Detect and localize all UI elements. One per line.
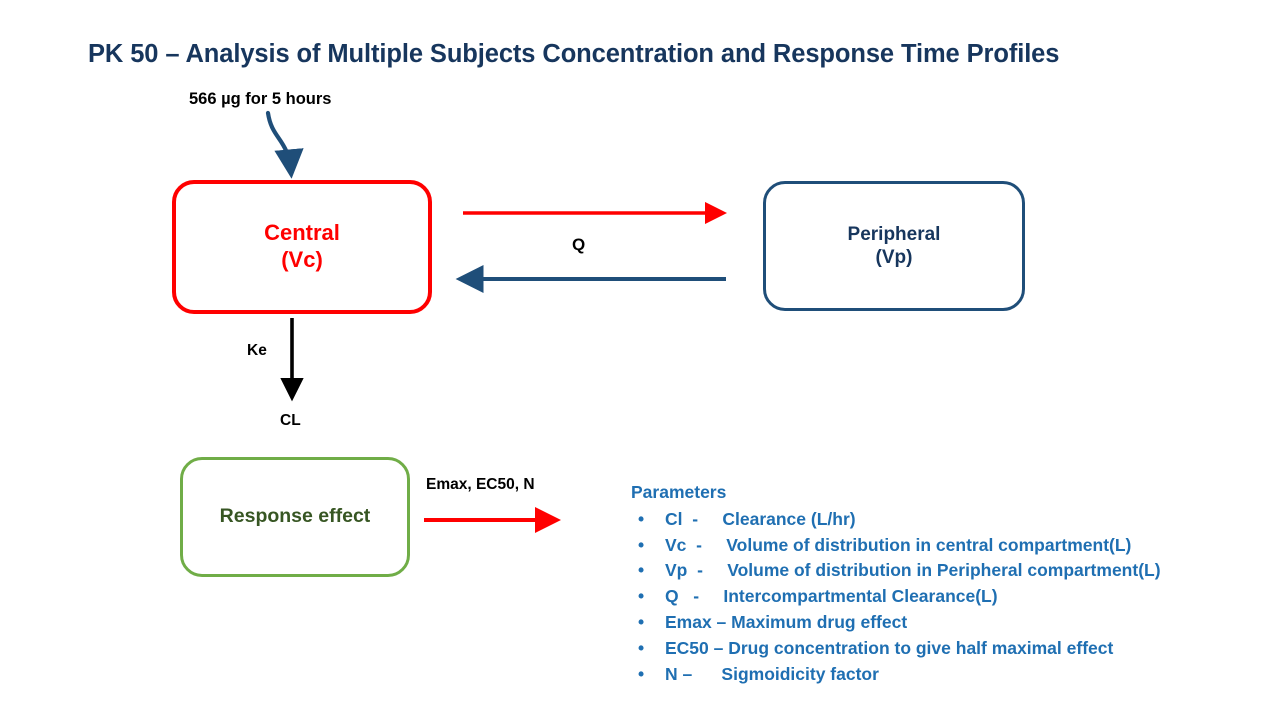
parameters-block: Parameters • Cl - Clearance (L/hr) • Vc - V… bbox=[631, 481, 1280, 688]
parameter-item-text: Emax – Maximum drug effect bbox=[665, 612, 908, 633]
peripheral-compartment-symbol: (Vp) bbox=[875, 247, 913, 268]
bullet-icon: • bbox=[638, 638, 645, 659]
parameter-item-text: EC50 – Drug concentration to give half m… bbox=[665, 638, 1114, 659]
parameter-item-text: Vc - Volume of distribution in central c… bbox=[665, 534, 1132, 555]
bullet-icon: • bbox=[638, 508, 645, 529]
parameter-item: • EC50 – Drug concentration to give half … bbox=[631, 636, 1280, 662]
dose-label: 566 µg for 5 hours bbox=[189, 90, 332, 108]
q-edge-label: Q bbox=[572, 235, 586, 254]
ke-edge-label: Ke bbox=[247, 342, 267, 359]
parameter-item: • Cl - Clearance (L/hr) bbox=[631, 507, 1280, 533]
central-compartment-symbol: (Vc) bbox=[281, 247, 323, 272]
bullet-icon: • bbox=[638, 612, 645, 633]
response-effect-name: Response effect bbox=[219, 505, 371, 528]
central-compartment-name: Central bbox=[264, 220, 340, 246]
parameter-item: • N – Sigmoidicity factor bbox=[631, 662, 1280, 688]
bullet-icon: • bbox=[638, 560, 645, 581]
central-compartment-box[interactable]: Central (Vc) bbox=[172, 180, 432, 314]
parameter-item-text: Cl - Clearance (L/hr) bbox=[665, 508, 856, 529]
parameter-item: • Vc - Volume of distribution in central … bbox=[631, 533, 1280, 559]
parameter-item-text: N – Sigmoidicity factor bbox=[665, 663, 879, 684]
parameter-item: • Emax – Maximum drug effect bbox=[631, 610, 1280, 636]
peripheral-compartment-box[interactable]: Peripheral (Vp) bbox=[763, 181, 1025, 311]
parameters-heading: Parameters bbox=[631, 482, 727, 502]
cl-edge-label: CL bbox=[280, 412, 301, 429]
parameter-item-text: Vp - Volume of distribution in Periphera… bbox=[665, 560, 1161, 581]
page-title: PK 50 – Analysis of Multiple Subjects Co… bbox=[88, 40, 1060, 68]
emax-ec50-n-edge-label: Emax, EC50, N bbox=[426, 476, 535, 493]
response-effect-box[interactable]: Response effect bbox=[180, 457, 410, 577]
parameter-item-text: Q - Intercompartmental Clearance(L) bbox=[665, 586, 998, 607]
parameter-item: • Vp - Volume of distribution in Peripher… bbox=[631, 558, 1280, 584]
dose-arrow bbox=[265, 110, 304, 179]
parameters-list: • Cl - Clearance (L/hr) • Vc - Volume of di… bbox=[631, 507, 1280, 688]
bullet-icon: • bbox=[638, 663, 645, 684]
parameter-item: • Q - Intercompartmental Clearance(L) bbox=[631, 584, 1280, 610]
bullet-icon: • bbox=[638, 534, 645, 555]
peripheral-compartment-name: Peripheral bbox=[847, 223, 941, 245]
bullet-icon: • bbox=[638, 586, 645, 607]
